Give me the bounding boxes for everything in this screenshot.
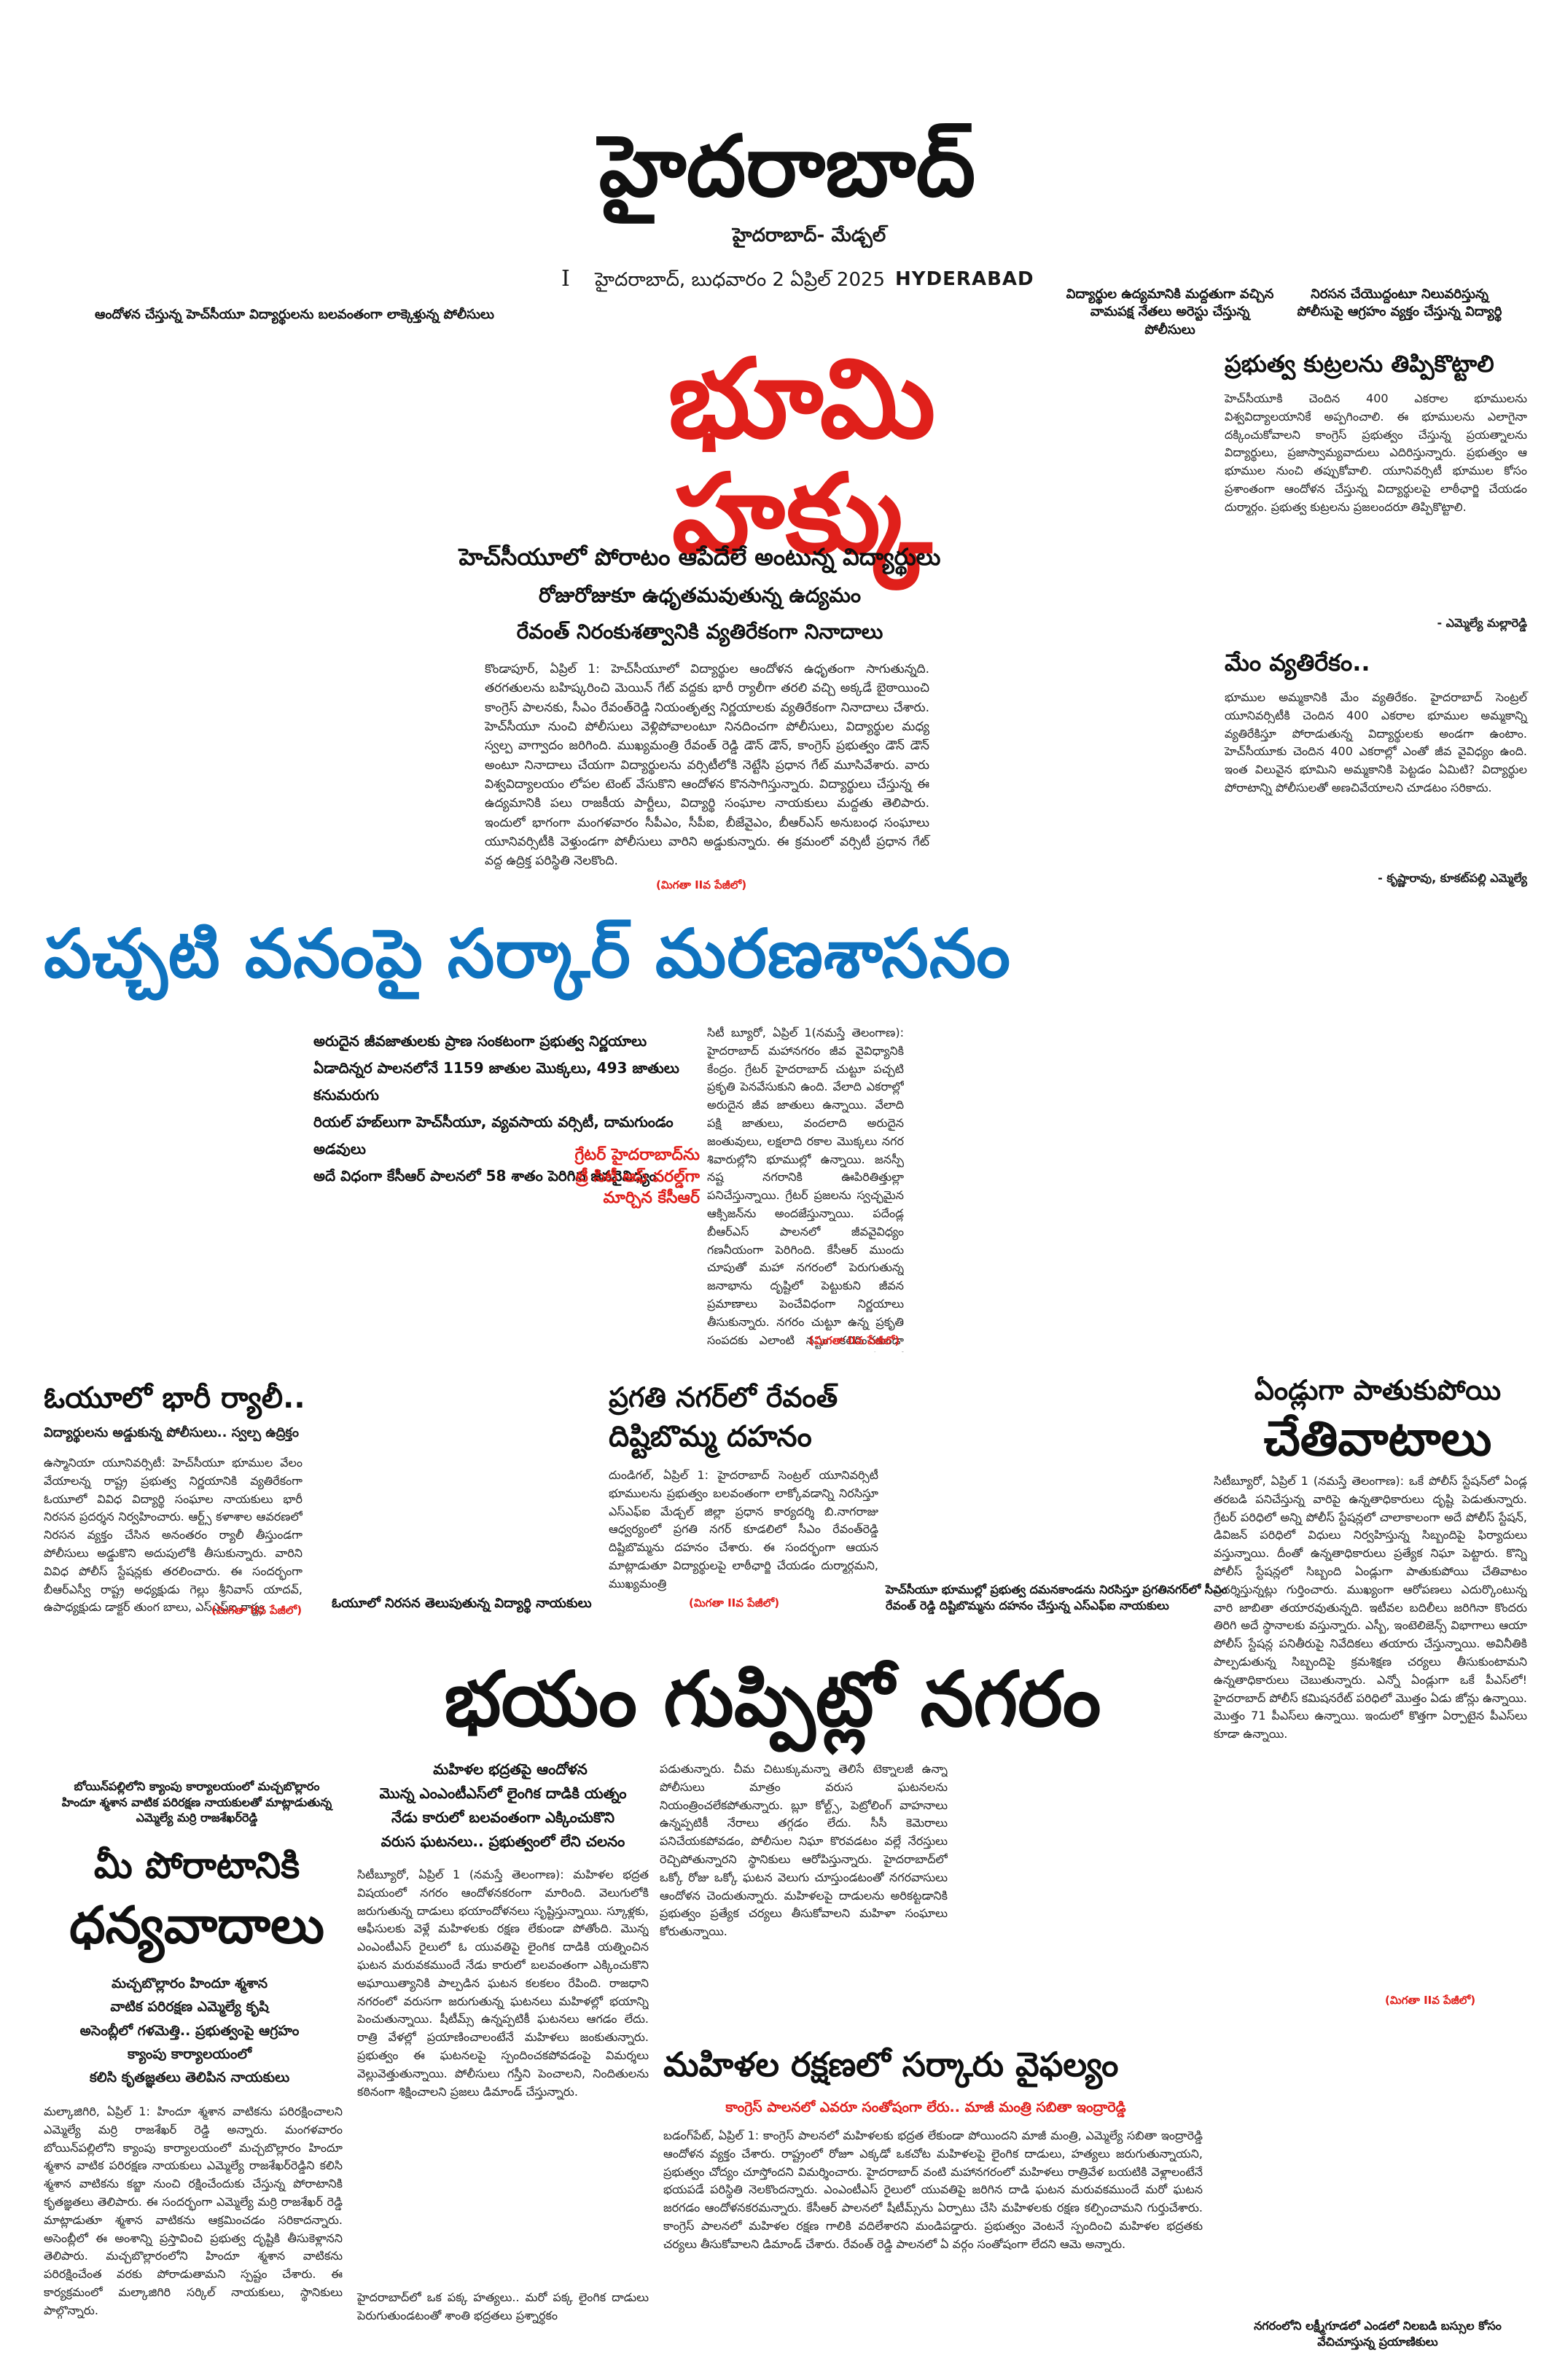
- forest-bullet: అరుదైన జీవజాతులకు ప్రాణ సంకటంగా ప్రభుత్వ…: [313, 1032, 647, 1050]
- ou-rally-body: ఉస్మానియా యూనివర్సిటీ: హెచ్‌సీయూ భూముల వ…: [44, 1456, 303, 1615]
- effigy-continued: (మిగతా IIవ పేజీలో): [689, 1596, 780, 1610]
- lead-deck-2: రోజురోజుకూ ఉధృతమవుతున్న ఉద్యమం: [538, 583, 862, 607]
- women-headline: మహిళల రక్షణలో సర్కారు వైఫల్యం: [663, 2045, 1119, 2084]
- forest-pull-quote: గ్రేటర్ హైదరాబాద్‌ను ట్రీ సిటీ ఆఫ్ వరల్డ…: [467, 1144, 700, 1209]
- thanks-headline-1: మీ పోరాటానికి: [93, 1844, 300, 1887]
- police-headline-1: ఏండ్లుగా పాతుకుపోయి: [1254, 1374, 1502, 1406]
- caption-line: రేవంత్ రెడ్డి దిష్టిబొమ్మను దహనం చేస్తున…: [886, 1598, 1169, 1612]
- fear-deck-2: మొన్న ఎంఎంటీఎస్‌లో లైంగిక దాడికి యత్నం: [379, 1784, 627, 1802]
- thanks-deck-line: కలిసి కృతజ్ఞతలు తెలిపిన నాయకులు: [89, 2069, 290, 2086]
- lead-body: కొండాపూర్, ఏప్రిల్ 1: హెచ్‌సీయూలో విద్యా…: [485, 662, 929, 869]
- forest-pull-line: మార్చిన కేసీఆర్: [603, 1189, 700, 1208]
- forest-bullet: ఏడాదిన్నర పాలనలోనే 1159 జాతుల మొక్కలు, 4…: [313, 1059, 679, 1104]
- forest-headline: పచ్చటి వనంపై సర్కార్ మరణశాసనం: [44, 915, 1011, 993]
- lead-deck-1: హెచ్‌సీయూలో పోరాటం ఆపేదేలే అంటున్న విద్య…: [458, 543, 941, 571]
- police-body: సిటీబ్యూరో, ఏప్రిల్ 1 (నమస్తే తెలంగాణ): …: [1214, 1474, 1527, 1741]
- forest-continued: (మిగతా IIవ పేజీలో): [809, 1334, 900, 1347]
- women-subhead: కాంగ్రెస్ పాలనలో ఎవరూ సంతోషంగా లేరు.. మా…: [725, 2099, 1126, 2115]
- ou-rally-continued: (మిగతా IIవ పేజీలో): [211, 1604, 303, 1617]
- police-continued: (మిగతా IIవ పేజీలో): [1385, 1994, 1476, 2007]
- masthead-title: హైదరాబాద్: [598, 117, 976, 216]
- lead-headline-line1: భూమి: [668, 336, 936, 463]
- effigy-body: దుండిగల్, ఏప్రిల్ 1: హైదరాబాద్ సెంట్రల్ …: [609, 1468, 878, 1591]
- caption-line: హిందూ శ్మశాన వాటిక పరిరక్షణ నాయకులతో మాట…: [61, 1795, 332, 1809]
- caption-line: ఎమ్మెల్యే మర్రి రాజశేఖర్‌రెడ్డి: [136, 1811, 258, 1825]
- thanks-deck-line: అసెంబ్లీలో గళమెత్తి.. ప్రభుత్వంపై ఆగ్రహం: [79, 2022, 300, 2039]
- effigy-headline-2: దిష్టిబొమ్మ దహనం: [609, 1420, 812, 1454]
- opinion-2-byline: - కృష్ణారావు, కూకట్‌పల్లి ఎమ్మెల్యే: [1378, 871, 1527, 885]
- thanks-headline-2: ధన్యవాదాలు: [69, 1895, 324, 1955]
- caption-far-right: నిరసన చేయొద్దంటూ నిలువరిస్తున్న పోలీసుపై…: [1297, 286, 1502, 320]
- opinion-2-body: భూముల అమ్మకానికి మేం వ్యతిరేకం. హైదరాబాద…: [1225, 690, 1527, 795]
- fear-headline: భయం గుప్పిట్లో నగరం: [444, 1655, 1101, 1744]
- caption-temple-photo: బోయిన్‌పల్లిలోని క్యాంపు కార్యాలయంలో మచ్…: [51, 1779, 343, 1826]
- thanks-deck: మచ్చబొల్లారం హిందూ శ్మశాన వాటిక పరిరక్షణ…: [44, 1972, 335, 2089]
- effigy-headline-1: ప్రగతి నగర్‌లో రేవంత్: [609, 1381, 838, 1413]
- ou-rally-subhead: విద్యార్థులను అడ్డుకున్న పోలీసులు.. స్వల…: [44, 1425, 299, 1440]
- ou-rally-headline: ఓయూలో భారీ ర్యాలీ..: [44, 1381, 305, 1415]
- caption-effigy-photo: హెచ్‌సీయూ భూముల్లో ప్రభుత్వ దమనకాండను ని…: [886, 1582, 1228, 1613]
- opinion-1-headline: ప్రభుత్వ కుట్రలను తిప్పికొట్టాలి: [1225, 350, 1494, 378]
- thanks-body: మల్కాజిగిరి, ఏప్రిల్ 1: హిందూ శ్మశాన వాట…: [44, 2104, 343, 2317]
- caption-bottom-right: నగరంలోని లక్ష్మీగూడలో ఎండలో నిలబడి బస్సు…: [1254, 2319, 1502, 2349]
- thanks-deck-line: వాటిక పరిరక్షణ ఎమ్మెల్యే కృషి: [110, 1999, 269, 2016]
- opinion-1-byline: - ఎమ్మెల్యే మల్లారెడ్డి: [1437, 616, 1527, 630]
- police-headline-2: చేతివాటాలు: [1263, 1411, 1492, 1467]
- fear-body-3: హైదరాబాద్‌లో ఒక పక్క హత్యలు.. మరో పక్క ల…: [357, 2290, 649, 2322]
- caption-mid-right: విద్యార్థుల ఉద్యమానికి మద్దతుగా వచ్చిన వ…: [1066, 286, 1274, 338]
- fear-body-2: పడుతున్నారు. చీమ చిటుక్కుమన్నా తెలిసే టె…: [660, 1762, 948, 1939]
- caption-line: బోయిన్‌పల్లిలోని క్యాంపు కార్యాలయంలో మచ్…: [74, 1779, 320, 1793]
- page-number-roman: I: [561, 266, 570, 292]
- opinion-1-body: హెచ్‌సీయూకి చెందిన 400 ఎకరాల భూములను విశ…: [1225, 391, 1527, 514]
- edition-label: HYDERABAD: [895, 268, 1034, 290]
- fear-deck-3: నేడు కారులో బలవంతంగా ఎక్కించుకొని: [391, 1809, 615, 1826]
- lead-deck-3: రేవంత్ నిరంకుశత్వానికి వ్యతిరేకంగా నినాద…: [516, 620, 883, 644]
- forest-pull-line: గ్రేటర్ హైదరాబాద్‌ను: [574, 1146, 700, 1164]
- women-body: బడంగ్‌పేట్, ఏప్రిల్ 1: కాంగ్రెస్ పాలనలో …: [663, 2129, 1203, 2251]
- caption-left-top: ఆందోళన చేస్తున్న హెచ్‌సీయూ విద్యార్థులను…: [95, 307, 495, 322]
- forest-bullets: అరుదైన జీవజాతులకు ప్రాణ సంకటంగా ప్రభుత్వ…: [313, 1028, 707, 1190]
- forest-body: సిటీ బ్యూరో, ఏప్రిల్ 1(నమస్తే తెలంగాణ): …: [707, 1026, 904, 1352]
- dateline: I హైదరాబాద్, బుధవారం 2 ఏప్రిల్ 2025: [561, 266, 885, 295]
- opinion-2-headline: మేం వ్యతిరేకం..: [1225, 649, 1370, 676]
- lead-headline: భూమి హక్కు: [641, 336, 962, 578]
- masthead-subtitle: హైదరాబాద్- మేడ్చల్: [732, 225, 886, 246]
- caption-line: హెచ్‌సీయూ భూముల్లో ప్రభుత్వ దమనకాండను ని…: [886, 1583, 1228, 1596]
- fear-deck-1: మహిళల భద్రతపై ఆందోళన: [433, 1760, 588, 1778]
- dateline-text: హైదరాబాద్, బుధవారం 2 ఏప్రిల్ 2025: [595, 269, 886, 291]
- lead-headline-line2: హక్కు: [671, 450, 932, 578]
- forest-pull-line: ట్రీ సిటీ ఆఫ్ వరల్డ్‌గా: [575, 1167, 700, 1186]
- forest-bullet: అదే విధంగా కేసీఆర్ పాలనలో 58 శాతం పెరిగి…: [313, 1167, 657, 1185]
- forest-bullet: రియల్ హబ్‌లుగా హెచ్‌సీయూ, వ్యవసాయ వర్సిట…: [313, 1113, 674, 1158]
- thanks-deck-line: క్యాంపు కార్యాలయంలో: [127, 2045, 252, 2062]
- lead-continued: (మిగతా IIవ పేజీలో): [656, 878, 747, 891]
- thanks-deck-line: మచ్చబొల్లారం హిందూ శ్మశాన: [111, 1975, 268, 1991]
- fear-deck-4: వరుస ఘటనలు.. ప్రభుత్వంలో లేని చలనం: [381, 1833, 625, 1850]
- caption-ou-photo: ఓయూలో నిరసన తెలుపుతున్న విద్యార్థి నాయకు…: [332, 1596, 592, 1611]
- fear-body: సిటీబ్యూరో, ఏప్రిల్ 1 (నమస్తే తెలంగాణ): …: [357, 1868, 649, 2099]
